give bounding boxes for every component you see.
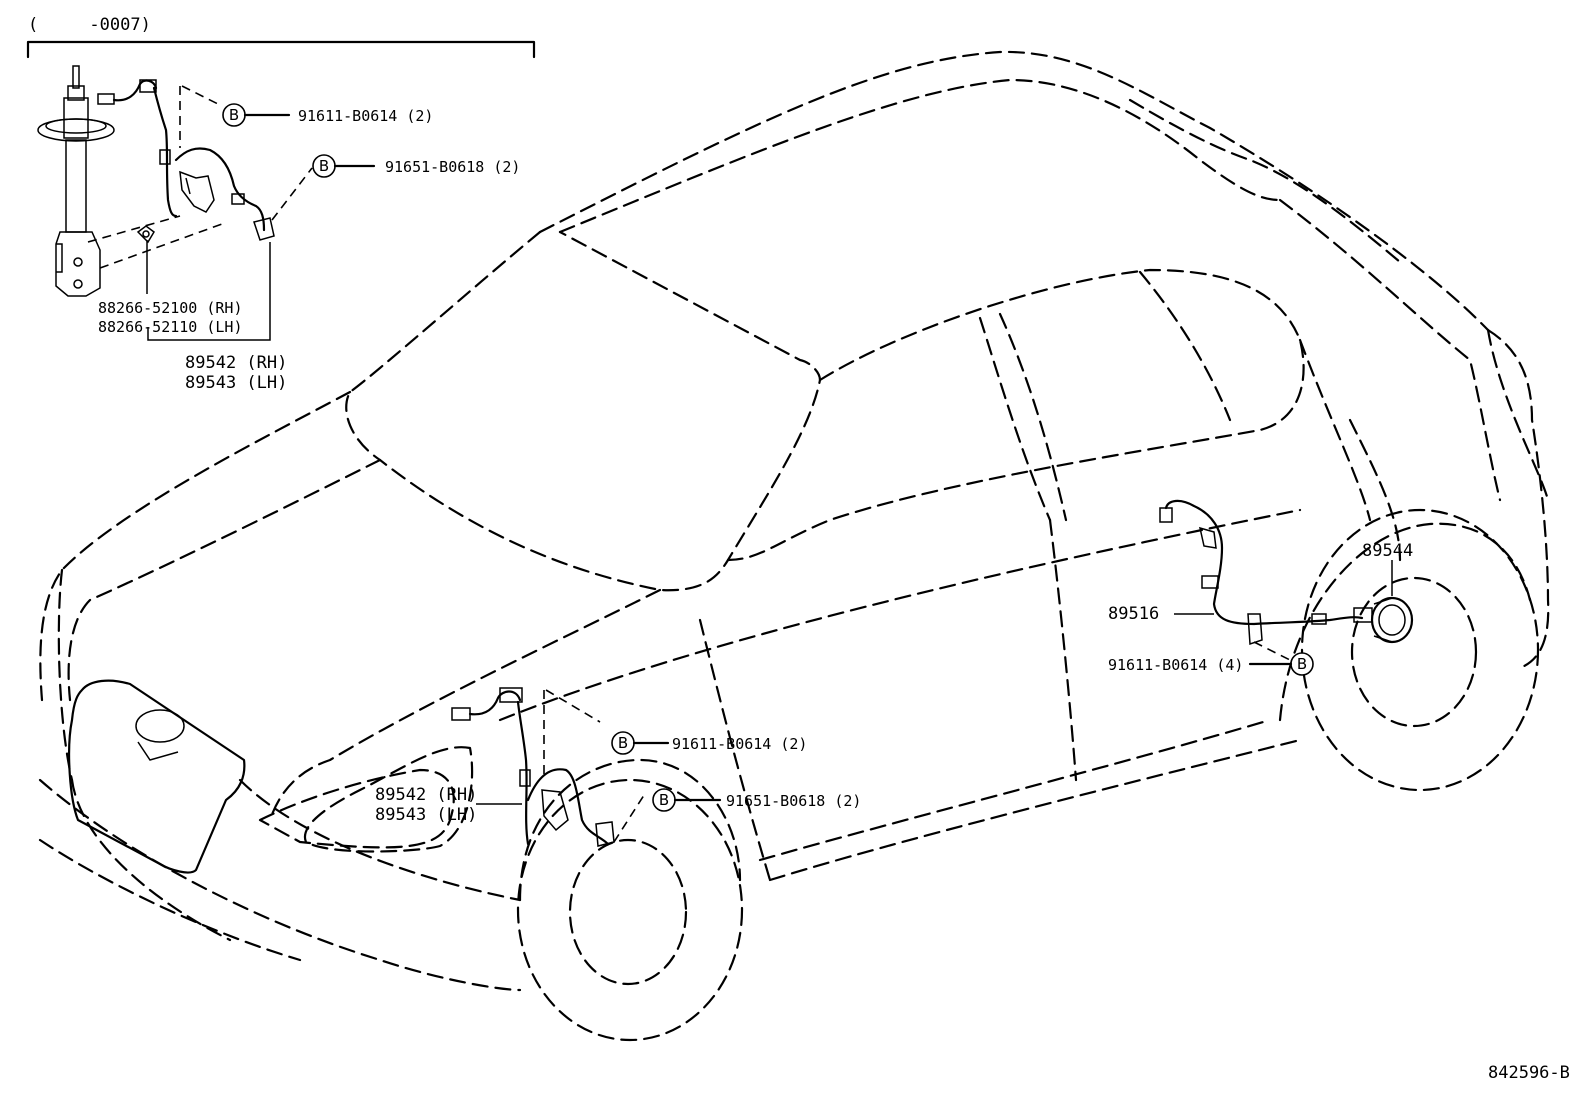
front-leader [545, 689, 601, 723]
inset-bolt-2-part-number: 91651-B0618 (2) [385, 158, 521, 176]
front-bolt-2-part-number: 91651-B0618 (2) [726, 792, 862, 810]
rear-rotor-part-number: 89544 [1362, 541, 1414, 561]
svg-text:B: B [1297, 655, 1307, 673]
front-sensor-rh-part-number: 89542 (RH) [375, 785, 478, 805]
inset-sensor-lh-part-number: 89543 (LH) [185, 373, 288, 393]
inset-range-label: ( -0007) [28, 15, 151, 35]
front-bolt-1-part-number: 91611-B0614 (2) [672, 735, 808, 753]
svg-text:B: B [618, 734, 628, 752]
inset-leader [271, 167, 313, 221]
inset-drawing: B B [26, 40, 536, 341]
sensor-rotor-icon [1370, 596, 1414, 644]
inset-harness-icon [97, 79, 275, 244]
rear-leader [1253, 641, 1291, 661]
car-body-outline [38, 50, 1550, 1042]
inset-bracket-line [26, 40, 536, 59]
inset-leader [99, 223, 223, 269]
rear-sensor-part-number: 89516 [1108, 604, 1160, 624]
front-sensor-lh-part-number: 89543 (LH) [375, 805, 478, 825]
rear-bolt-part-number: 91611-B0614 (4) [1108, 656, 1244, 674]
inset-leader [87, 215, 181, 243]
inset-leader [181, 85, 223, 107]
inset-sensor-rh-part-number: 89542 (RH) [185, 353, 288, 373]
inset-bolt-1-part-number: 91611-B0614 (2) [298, 107, 434, 125]
front-leader [613, 791, 647, 843]
rear-speed-sensor-icon [1159, 499, 1373, 646]
strut-assembly-icon [37, 65, 115, 297]
inset-clamp-lh-part-number: 88266-52110 (LH) [98, 318, 243, 336]
inset-clamp-rh-part-number: 88266-52100 (RH) [98, 299, 243, 317]
grille-icon [68, 679, 246, 874]
svg-text:B: B [229, 106, 239, 124]
diagram-id: 842596-B [1488, 1063, 1570, 1083]
svg-text:B: B [659, 791, 669, 809]
svg-text:B: B [319, 157, 329, 175]
